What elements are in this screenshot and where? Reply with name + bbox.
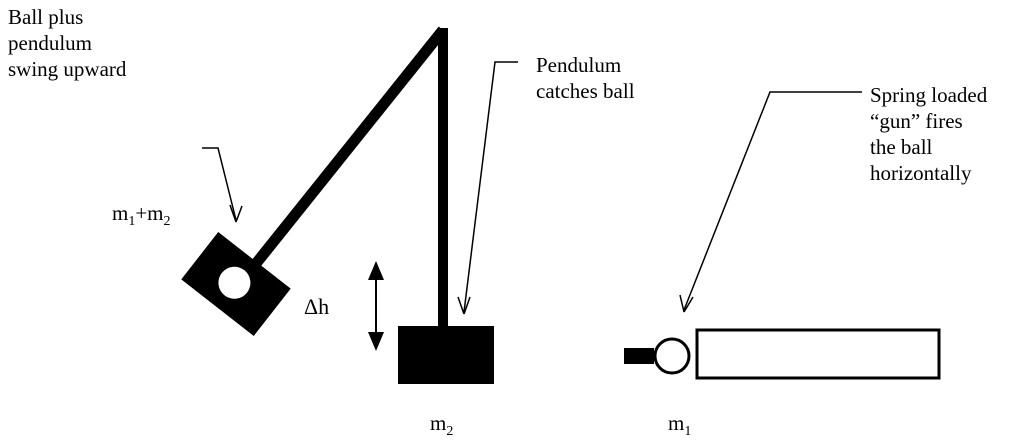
delta-h-arrow: [368, 261, 384, 351]
catches-pointer-arrow: [457, 61, 518, 315]
spring-pointer-arrow: [679, 91, 862, 313]
swing-label: Ball plus pendulum swing upward: [8, 5, 127, 81]
gun-nozzle: [624, 348, 654, 364]
pendulum-bob-swung: [181, 232, 291, 336]
catches-label: Pendulum catches ball: [536, 53, 635, 103]
combined-mass-label: m1+m2: [112, 201, 171, 229]
spring-gun-label: Spring loaded “gun” fires the ball horiz…: [870, 83, 988, 185]
pendulum-rod-swung: [241, 26, 448, 280]
pendulum-bob-rest: [398, 326, 494, 384]
gun-barrel: [695, 328, 941, 380]
ball: [653, 337, 691, 375]
m1-label: m1: [668, 411, 691, 439]
delta-h-label: Δh: [304, 294, 329, 319]
pendulum-rod-vertical: [438, 28, 448, 330]
m2-label: m2: [430, 411, 453, 439]
swing-pointer-arrow: [202, 147, 243, 223]
